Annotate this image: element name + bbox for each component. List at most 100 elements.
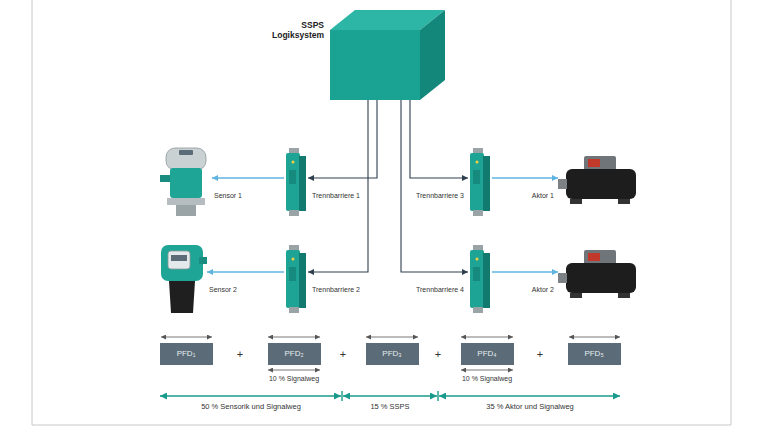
status-led [292, 161, 295, 164]
display-digits [171, 255, 187, 261]
part-label: Sensor 1 [214, 192, 242, 200]
terminal [289, 307, 299, 313]
actuator-body [566, 263, 636, 293]
part-label: Aktor 2 [532, 286, 554, 294]
label-field [473, 267, 480, 281]
terminal [289, 210, 299, 216]
pfd-box: PFD₂ [268, 343, 321, 365]
module-side [483, 253, 490, 308]
part-label: Trennbarriere 3 [416, 192, 464, 200]
actuator-icon: Aktor 2 [558, 249, 640, 299]
pfd-label: PFD₅ [584, 349, 603, 359]
frame-line [32, 425, 731, 426]
status-led [292, 258, 295, 261]
pfd-label: PFD₃ [382, 349, 401, 359]
part-label: SSPS Logiksystem [272, 20, 324, 40]
span-arrow [569, 337, 620, 338]
indicator [588, 159, 600, 167]
sensor-head [166, 148, 206, 170]
isolator-module-drawing [468, 148, 492, 216]
signal-line [401, 100, 468, 272]
module-front [286, 153, 300, 211]
actuator-icon-drawing [558, 249, 640, 299]
indicator [588, 253, 600, 261]
module-front [470, 250, 484, 308]
isolator-module: Trennbarriere 3 [468, 148, 492, 216]
actuator-shaft [558, 179, 567, 189]
cable-gland [199, 257, 207, 264]
part-label: Trennbarriere 2 [312, 286, 360, 294]
isolator-module: Trennbarriere 4 [468, 245, 492, 313]
part-label: Sensor 2 [209, 286, 237, 294]
span-arrow [161, 337, 212, 338]
pfd-label: PFD₁ [177, 349, 196, 359]
actuator-icon: Aktor 1 [558, 155, 640, 205]
sensor-icon: Sensor 1 [160, 148, 212, 216]
terminal [473, 307, 483, 313]
plus-sign: + [537, 348, 543, 361]
field-line [212, 177, 284, 178]
span-arrow [366, 337, 418, 338]
label-field [289, 267, 296, 281]
actuator-foot [618, 293, 630, 298]
module-side [299, 156, 306, 211]
share-label: 15 % SSPS [370, 402, 409, 411]
ultrasonic-horn [169, 281, 195, 313]
logic-system-cube: SSPS Logiksystem [330, 10, 445, 100]
sensor-icon-drawing [160, 148, 212, 216]
pfd-label: PFD₂ [284, 349, 303, 359]
pfd-label: PFD₄ [477, 349, 496, 359]
share-tick [341, 391, 342, 401]
part-label: Trennbarriere 4 [416, 286, 464, 294]
share-note: 10 % Signalweg [269, 375, 319, 383]
pfd-box: PFD₃ [366, 343, 419, 365]
sensor-flange [167, 198, 205, 205]
terminal [473, 210, 483, 216]
sensor-stub [176, 205, 196, 216]
field-line [492, 271, 558, 272]
actuator-foot [570, 293, 582, 298]
share-arrow [343, 395, 437, 397]
actuator-foot [570, 199, 582, 204]
module-side [299, 253, 306, 308]
actuator-body [566, 169, 636, 199]
actuator-icon-drawing [558, 155, 640, 205]
sensor-icon: Sensor 2 [155, 245, 207, 313]
plus-sign: + [237, 348, 243, 361]
sensor-display [179, 150, 193, 155]
field-line [492, 177, 558, 178]
isolator-module: Trennbarriere 1 [284, 148, 308, 216]
label-field [289, 170, 296, 184]
actuator-foot [618, 199, 630, 204]
span-arrow [461, 370, 513, 371]
signal-line [410, 100, 468, 178]
share-label: 50 % Sensorik und Signalweg [201, 402, 301, 411]
frame-line [731, 0, 732, 425]
part-label: Aktor 1 [532, 192, 554, 200]
module-front [470, 153, 484, 211]
positioner [584, 250, 616, 265]
isolator-module-drawing [468, 245, 492, 313]
span-arrow [461, 337, 513, 338]
plus-sign: + [340, 348, 346, 361]
frame-line [32, 0, 33, 425]
share-arrow [160, 395, 341, 397]
positioner [584, 156, 616, 171]
signal-line [308, 100, 368, 272]
span-arrow [268, 337, 320, 338]
sensor-display [168, 251, 190, 269]
pfd-box: PFD₁ [160, 343, 213, 365]
plus-sign: + [435, 348, 441, 361]
logic-system-cube-drawing [330, 10, 445, 100]
isolator-module-drawing [284, 148, 308, 216]
part-label: Trennbarriere 1 [312, 192, 360, 200]
actuator-shaft [558, 273, 567, 283]
sensor-housing [161, 245, 203, 281]
share-label: 35 % Aktor und Signalweg [486, 402, 574, 411]
cube-side [420, 10, 445, 100]
sensor-icon-drawing [155, 245, 207, 313]
signal-line [308, 100, 377, 178]
sensor-body [170, 168, 202, 198]
cube-front [330, 30, 420, 100]
module-side [483, 156, 490, 211]
